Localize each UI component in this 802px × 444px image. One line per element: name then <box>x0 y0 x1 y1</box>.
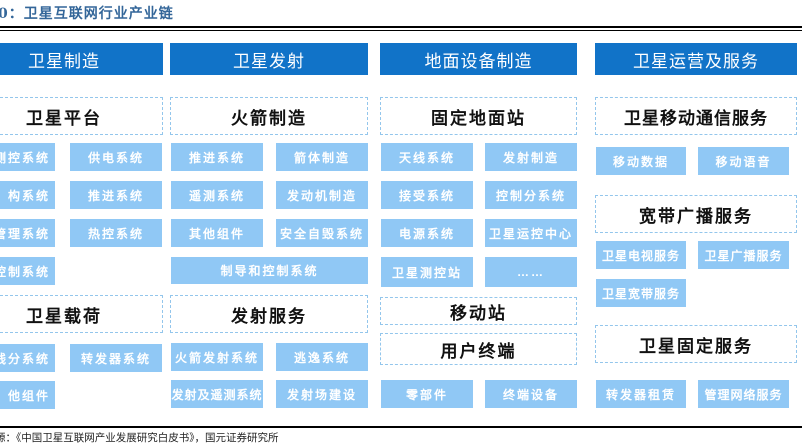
chain-item: 天线系统 <box>381 143 473 171</box>
chain-item: 接受系统 <box>381 181 473 209</box>
chain-item: 发动机制造 <box>276 181 368 209</box>
chain-item: 发射场建设 <box>276 380 368 408</box>
chain-item: 终端设备 <box>485 380 577 408</box>
chain-item: 卫星广播服务 <box>698 241 789 269</box>
chain-item: 推进系统 <box>70 181 162 209</box>
figure-title: 0：卫星互联网行业产业链 <box>0 6 174 22</box>
chain-item: 卫星电视服务 <box>596 241 686 269</box>
chain-item: 管理网络服务 <box>698 380 789 408</box>
chain-item: 转发器系统 <box>70 344 162 372</box>
chain-item: 卫星测控站 <box>381 257 473 287</box>
chain-item: 移动数据 <box>596 147 686 175</box>
chain-item: 制导和控制系统 <box>171 257 368 284</box>
source-note: 源：《中国卫星互联网产业发展研究白皮书》，国元证券研究所 <box>0 432 279 444</box>
section-mobile-station: 移动站 <box>380 297 577 325</box>
chain-item: 安全自毁系统 <box>276 219 368 247</box>
chain-item: 移动语音 <box>698 147 789 175</box>
chain-item: 线分系统 <box>0 344 55 372</box>
section-satellite-mobile-comm-service: 卫星移动通信服务 <box>595 97 797 135</box>
section-satellite-payload: 卫星载荷 <box>0 295 163 333</box>
chain-item: 发射及遥测系统 <box>171 380 263 408</box>
column-header-ground-equipment: 地面设备制造 <box>380 43 577 75</box>
chain-item: 测控系统 <box>0 143 55 171</box>
chain-item: 供电系统 <box>70 143 162 171</box>
section-rocket-manufacturing: 火箭制造 <box>170 97 368 135</box>
section-satellite-fixed-service: 卫星固定服务 <box>595 325 797 363</box>
chain-item: 转发器租赁 <box>596 380 686 408</box>
chain-item: 逃逸系统 <box>276 343 368 371</box>
chain-item: 发射制造 <box>485 143 577 171</box>
chain-item: 构系统 <box>0 181 55 209</box>
chain-item: 控制分系统 <box>485 181 577 209</box>
chain-item: 控制系统 <box>0 257 55 285</box>
chain-item: 卫星运控中心 <box>485 219 577 247</box>
chain-item: 遥测系统 <box>171 181 263 209</box>
section-launch-services: 发射服务 <box>170 295 368 333</box>
footer-divider <box>0 426 802 428</box>
section-broadband-broadcast-service: 宽带广播服务 <box>595 195 797 233</box>
chain-item: 推进系统 <box>171 143 263 171</box>
chain-item: 热控系统 <box>70 219 162 247</box>
chain-item: …… <box>485 257 577 287</box>
chain-item: 箭体制造 <box>276 143 368 171</box>
title-divider <box>0 26 802 31</box>
chain-item: 管理系统 <box>0 219 55 247</box>
chain-item: 他组件 <box>0 381 55 409</box>
column-header-satellite-launch: 卫星发射 <box>170 43 368 75</box>
chain-item: 卫星宽带服务 <box>596 279 686 307</box>
column-header-operation-services: 卫星运营及服务 <box>595 43 797 75</box>
chain-item: 火箭发射系统 <box>171 343 263 371</box>
chain-item: 其他组件 <box>171 219 263 247</box>
column-header-satellite-manufacturing: 卫星制造 <box>0 43 163 75</box>
chain-item: 电源系统 <box>381 219 473 247</box>
section-satellite-platform: 卫星平台 <box>0 97 163 135</box>
section-user-terminal: 用户终端 <box>380 333 577 365</box>
section-fixed-ground-station: 固定地面站 <box>380 97 577 135</box>
chain-item: 零部件 <box>381 380 473 408</box>
